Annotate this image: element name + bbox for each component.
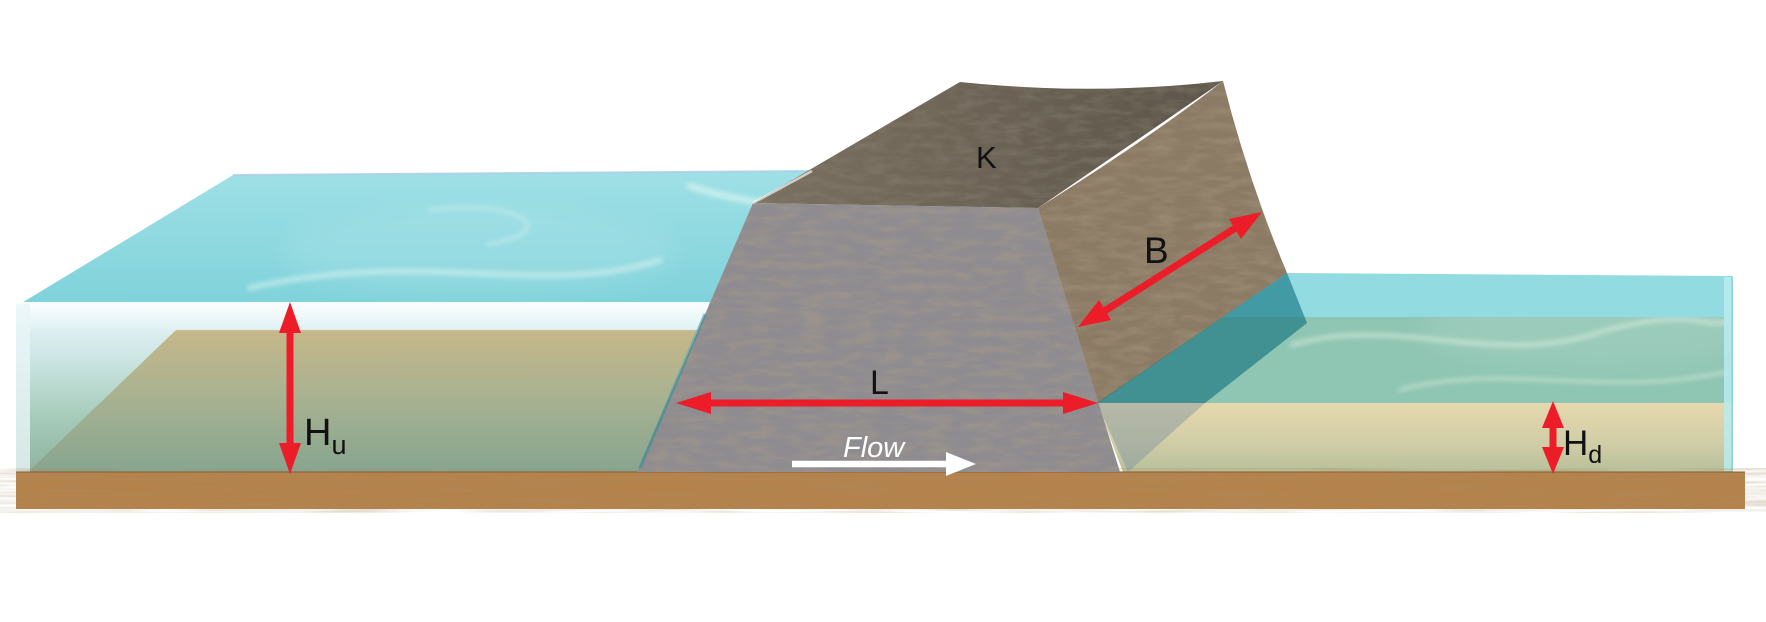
- upstream-waterline-band: [16, 302, 710, 332]
- label-upstream-depth-sub: u: [331, 430, 346, 460]
- water-wisp: [1398, 370, 1728, 392]
- water-highlight: [280, 207, 680, 297]
- label-crest: K: [976, 140, 997, 175]
- hu-arrow-head-top: [279, 302, 301, 333]
- label-upstream-depth-main: H: [304, 412, 331, 454]
- flow-arrow: [792, 452, 976, 476]
- upstream-water-back-edge: [232, 170, 813, 176]
- ground: [16, 471, 1745, 509]
- b-arrow-head-upper: [1229, 212, 1262, 239]
- upstream-water: [16, 170, 813, 472]
- b-arrow-shaft: [1101, 224, 1239, 315]
- hu-arrow: [279, 302, 301, 474]
- hd-arrow: [1542, 401, 1564, 474]
- hd-arrow-head-bottom: [1542, 447, 1564, 474]
- upstream-left-edge: [16, 304, 30, 472]
- label-downstream-depth-sub: d: [1588, 441, 1602, 469]
- dam-submerged-slope: [1097, 273, 1307, 403]
- label-base-length: L: [870, 364, 889, 402]
- hd-arrow-head-top: [1542, 401, 1564, 428]
- soil-texture: [16, 472, 1745, 509]
- b-arrow: [1078, 212, 1262, 327]
- l-arrow-head-left: [676, 392, 711, 414]
- water-wisp: [428, 205, 530, 246]
- label-flow: Flow: [843, 432, 906, 464]
- l-arrow-head-right: [1063, 392, 1098, 414]
- label-upstream-depth: Hu: [304, 412, 346, 460]
- water-wisp: [247, 257, 663, 291]
- hu-arrow-head-bottom: [279, 443, 301, 474]
- water-wisp: [1289, 317, 1731, 348]
- label-downstream-depth-main: H: [1563, 424, 1588, 463]
- annotations: K B L Flow Hu Hd: [279, 140, 1602, 476]
- downstream-water-back-band: [1223, 273, 1733, 317]
- label-crest-slope-width: B: [1144, 230, 1169, 271]
- flow-arrow-head: [946, 452, 976, 476]
- upstream-seabed: [28, 330, 697, 472]
- label-downstream-depth: Hd: [1563, 424, 1602, 469]
- downstream-seabed-band: [1097, 403, 1733, 472]
- dam-upstream-edge-underwater: [638, 313, 707, 469]
- b-arrow-head-lower: [1078, 300, 1111, 327]
- downstream-right-edge: [1724, 277, 1733, 471]
- dam-upstream-waterline-foam: [752, 169, 813, 205]
- l-arrow: [676, 392, 1098, 414]
- dam-toe-underwater: [1097, 403, 1205, 472]
